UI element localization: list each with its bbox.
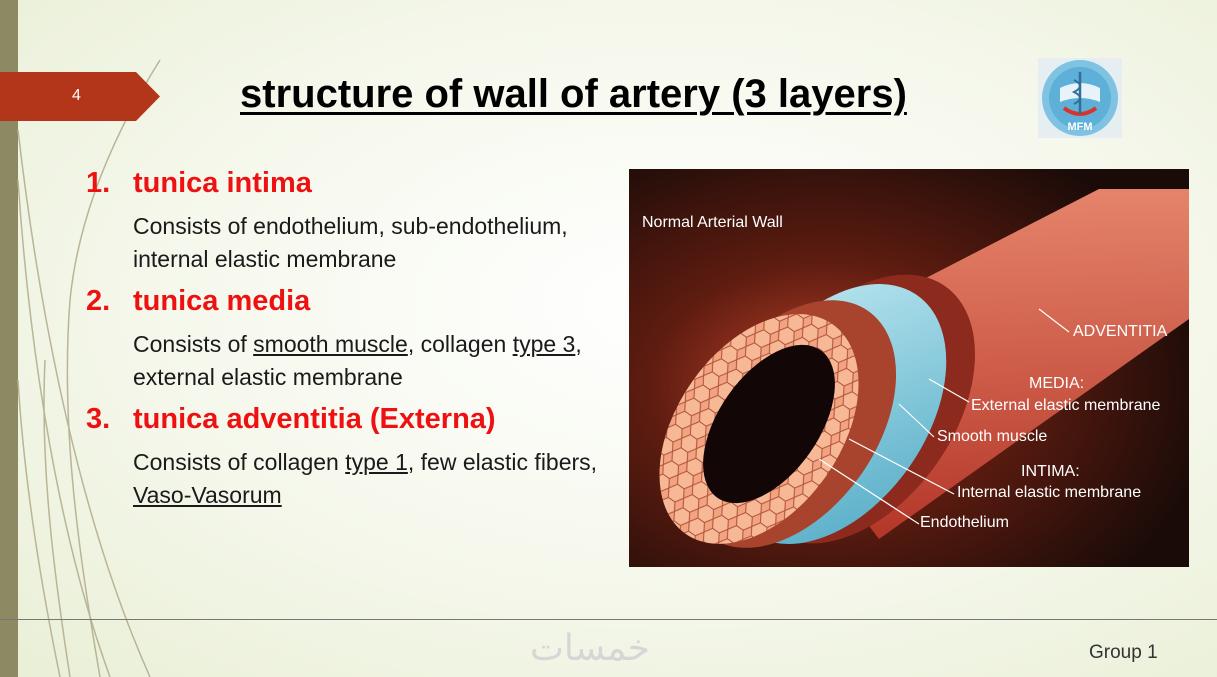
watermark: خمسات <box>530 628 651 669</box>
layer-heading: 3. tunica adventitia (Externa) <box>86 400 606 438</box>
layer-number: 3. <box>86 403 111 435</box>
figure-title: Normal Arterial Wall <box>642 214 783 231</box>
artery-drawing <box>629 169 1189 567</box>
desc-text: , collagen <box>407 331 513 357</box>
desc-text: , external elastic membrane <box>133 331 582 390</box>
left-decorative-strip <box>0 0 18 677</box>
layer-heading: 2. tunica media <box>86 282 606 320</box>
layer-description: Consists of collagen type 1, few elastic… <box>133 446 606 512</box>
layer-number: 2. <box>86 285 111 317</box>
underlined-term: type 3 <box>512 331 576 357</box>
desc-text: , few elastic fibers, <box>407 449 598 475</box>
artery-wall-illustration: Normal Arterial Wall ADVENTITIA MEDIA: E… <box>629 169 1189 567</box>
desc-text: Consists of collagen <box>133 449 346 475</box>
slide-title: structure of wall of artery (3 layers) <box>240 72 907 116</box>
desc-text: Consists of <box>133 331 254 357</box>
layer-list: 1. tunica intima Consists of endothelium… <box>86 160 606 518</box>
layer-description: Consists of smooth muscle, collagen type… <box>133 328 606 394</box>
label-intima: INTIMA: <box>1021 463 1080 480</box>
layer-number: 1. <box>86 167 111 199</box>
label-endothelium: Endothelium <box>920 514 1009 531</box>
label-smooth-muscle: Smooth muscle <box>937 428 1048 445</box>
slide-number-badge: 4 <box>0 72 160 121</box>
layer-heading: 1. tunica intima <box>86 164 606 202</box>
mfm-logo: MFM <box>1038 58 1122 138</box>
layer-heading-text: tunica intima <box>133 167 312 199</box>
label-media: MEDIA: <box>1029 375 1085 392</box>
underlined-term: type 1 <box>345 449 408 475</box>
decorative-curves <box>17 59 161 677</box>
layer-heading-text: tunica media <box>133 285 311 317</box>
underlined-term: smooth muscle <box>253 331 408 357</box>
label-external-elastic: External elastic membrane <box>971 397 1161 414</box>
underlined-term: Vaso-Vasorum <box>133 482 282 508</box>
layer-heading-text: tunica adventitia (Externa) <box>133 403 496 435</box>
layer-description: Consists of endothelium, sub-endothelium… <box>133 213 568 272</box>
label-adventitia: ADVENTITIA <box>1073 323 1168 340</box>
slide-number-arrow <box>0 72 160 121</box>
footer-group-label: Group 1 <box>1089 642 1158 663</box>
label-internal-elastic: Internal elastic membrane <box>957 484 1142 501</box>
footer-divider <box>0 619 1217 620</box>
slide-number: 4 <box>72 87 81 104</box>
logo-text: MFM <box>1067 121 1092 133</box>
